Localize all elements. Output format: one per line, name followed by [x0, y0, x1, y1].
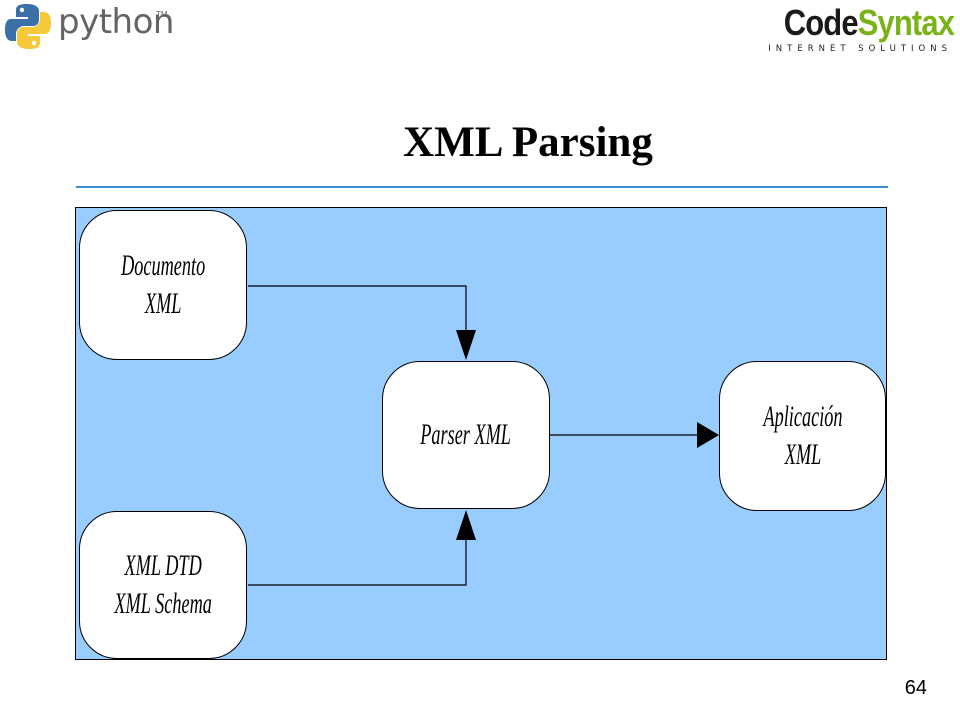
codesyntax-code: Code [783, 2, 859, 43]
diagram-connectors [248, 285, 719, 586]
node-documento-line2: XML [144, 287, 182, 320]
node-aplicacion-xml: Aplicación XML [719, 361, 886, 511]
codesyntax-syntax: Syntax [857, 2, 955, 43]
codesyntax-wordmark: CodeSyntax [783, 2, 955, 44]
arrowhead-up [456, 510, 476, 540]
xml-parsing-diagram: Documento XML XML DTD XML Schema Parser … [75, 207, 887, 660]
python-snake-icon [5, 4, 51, 49]
python-wordmark: python [58, 2, 174, 42]
title-divider [76, 186, 888, 188]
node-aplicacion-line2: XML [784, 438, 821, 471]
node-dtd-line2: XML Schema [114, 587, 212, 620]
slide-title: XML Parsing [403, 119, 653, 166]
node-parser-xml: Parser XML [382, 361, 550, 509]
python-trademark: TM [156, 10, 168, 19]
arrowhead-right [697, 422, 719, 448]
python-logo: python TM [4, 2, 174, 54]
page-number: 64 [904, 677, 927, 699]
node-documento-xml: Documento XML [79, 210, 247, 360]
codesyntax-logo: CodeSyntax INTERNET SOLUTIONS [768, 2, 955, 58]
node-documento-line1: Documento [120, 248, 206, 282]
codesyntax-tagline: INTERNET SOLUTIONS [768, 44, 952, 54]
edge-documento-to-parser [248, 285, 467, 332]
node-xml-dtd-schema: XML DTD XML Schema [79, 511, 247, 659]
node-aplicacion-line1: Aplicación [762, 399, 843, 433]
arrowhead-down [456, 330, 476, 360]
node-dtd-line1: XML DTD [124, 548, 202, 582]
edge-dtd-to-parser [248, 538, 467, 586]
node-parser-line1: Parser XML [420, 417, 512, 451]
